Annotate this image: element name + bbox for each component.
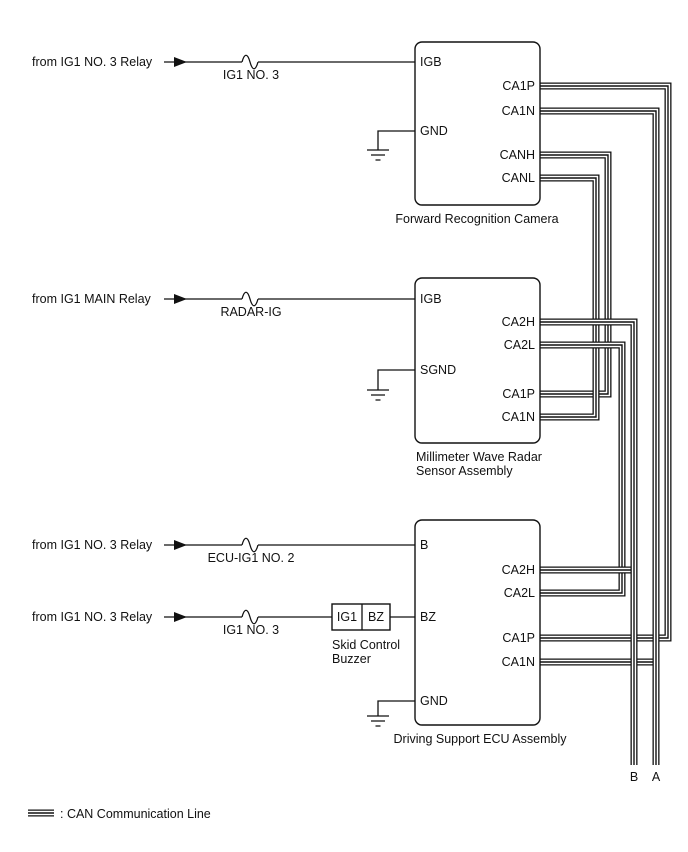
block-millimeter-wave-radar [414, 277, 541, 444]
pin-buzzer-bz: BZ [368, 610, 384, 624]
pin-radar-ca2h: CA2H [502, 315, 535, 329]
pin-camera-canh: CANH [500, 148, 535, 162]
source-label: from IG1 NO. 3 Relay [32, 538, 153, 552]
pin-radar-sgnd: SGND [420, 363, 456, 377]
arrow-icon [174, 540, 187, 550]
block-forward-recognition-camera [414, 41, 541, 206]
connector-b-label: B [630, 770, 638, 784]
pin-ecu-bz: BZ [420, 610, 436, 624]
legend-label: : CAN Communication Line [60, 807, 211, 821]
can-radar-ca2l-to-ecu-ca2l [540, 341, 626, 597]
pin-ecu-ca1n: CA1N [502, 655, 535, 669]
pin-ecu-ca2h: CA2H [502, 563, 535, 577]
labels: from IG1 NO. 3 Relay IG1 NO. 3 from IG1 … [32, 55, 661, 784]
ground-radar-icon [367, 369, 415, 401]
pin-ecu-ca1p: CA1P [502, 631, 535, 645]
pin-camera-ca1n: CA1N [502, 104, 535, 118]
can-camera-canh-to-radar-ca1p [540, 151, 612, 398]
pin-radar-ca2l: CA2L [504, 338, 535, 352]
fuse-radar-igb-icon [241, 291, 259, 307]
pin-radar-ca1n: CA1N [502, 410, 535, 424]
can-camera-ca1p-to-ecu-ca1p [540, 82, 672, 642]
fuse-buzzer-icon [241, 609, 259, 625]
caption-ecu: Driving Support ECU Assembly [394, 732, 568, 746]
power-wires [164, 54, 415, 625]
pin-ecu-ca2l: CA2L [504, 586, 535, 600]
pin-camera-igb: IGB [420, 55, 442, 69]
source-label: from IG1 NO. 3 Relay [32, 610, 153, 624]
caption-radar-line2: Sensor Assembly [416, 464, 513, 478]
caption-radar-line1: Millimeter Wave Radar [416, 450, 542, 464]
caption-camera: Forward Recognition Camera [395, 212, 558, 226]
pin-camera-canl: CANL [502, 171, 535, 185]
block-skid-control-buzzer [331, 603, 391, 631]
pin-radar-ca1p: CA1P [502, 387, 535, 401]
arrow-icon [174, 612, 187, 622]
arrow-icon [174, 57, 187, 67]
ground-camera-icon [367, 130, 415, 161]
connector-a-label: A [652, 770, 661, 784]
fuse-label: IG1 NO. 3 [223, 68, 279, 82]
fuse-label: ECU-IG1 NO. 2 [208, 551, 295, 565]
pin-radar-igb: IGB [420, 292, 442, 306]
source-label: from IG1 MAIN Relay [32, 292, 152, 306]
pin-camera-ca1p: CA1P [502, 79, 535, 93]
legend: : CAN Communication Line [28, 807, 211, 821]
pin-buzzer-ig1: IG1 [337, 610, 357, 624]
pin-ecu-b: B [420, 538, 428, 552]
caption-buzzer-line2: Buzzer [332, 652, 371, 666]
pin-ecu-gnd: GND [420, 694, 448, 708]
fuse-label: IG1 NO. 3 [223, 623, 279, 637]
can-radar-ca2h-to-connector-b [540, 318, 638, 765]
fuse-camera-igb-icon [241, 54, 259, 70]
can-wires [540, 82, 672, 765]
caption-buzzer-line1: Skid Control [332, 638, 400, 652]
block-driving-support-ecu [414, 519, 541, 726]
fuse-ecu-b-icon [241, 537, 259, 553]
grounds [367, 130, 415, 727]
fuse-label: RADAR-IG [220, 305, 281, 319]
can-camera-ca1n-to-connector-a [540, 107, 660, 765]
source-label: from IG1 NO. 3 Relay [32, 55, 153, 69]
pin-camera-gnd: GND [420, 124, 448, 138]
can-camera-canl-to-radar-ca1n [540, 174, 600, 421]
arrow-icon [174, 294, 187, 304]
ground-ecu-icon [367, 700, 415, 727]
